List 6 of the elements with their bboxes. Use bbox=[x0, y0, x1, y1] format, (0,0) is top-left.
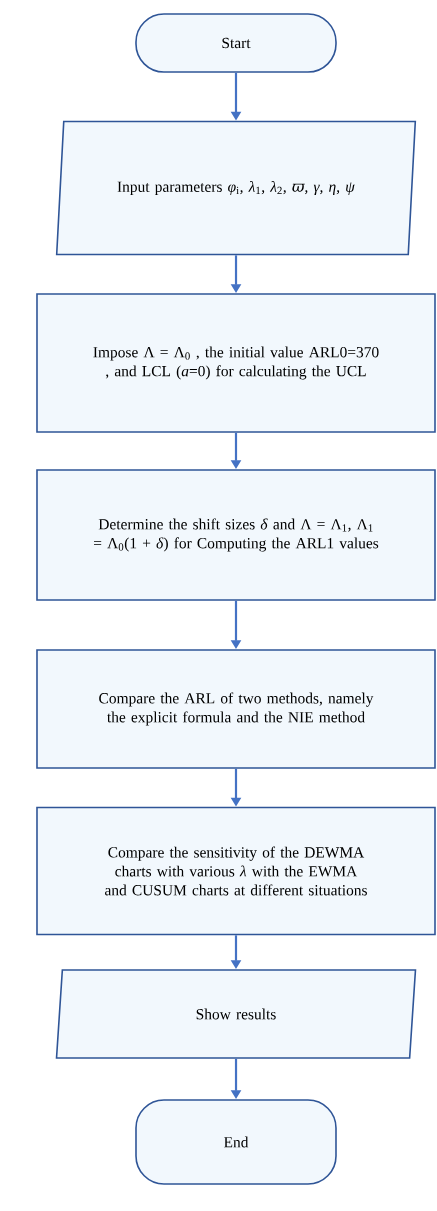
process-box: Determine the shift sizes δ and Λ = Λ$_{1}$, Λ$_{1}$ = Λ$_{0}$(1 + δ) for Computing the ARL1 values bbox=[36, 469, 436, 601]
process-box: Compare the sensitivity of the DEWMA charts with various λ with the EWMA and CUSUM charts at different situations bbox=[36, 806, 436, 936]
input-parallelogram: Input parameters φ$_{i}$, λ$_{1}$, λ$_{2}$, ϖ, γ, η, ψ bbox=[55, 120, 417, 256]
output-parallelogram: Show results bbox=[55, 969, 417, 1059]
process-box: Compare the ARL of two methods, namely the explicit formula and the NIE method bbox=[36, 649, 436, 769]
process-box: Impose Λ = Λ$_{0}$ , the initial value ARL0=370 , and LCL (a=0) for calculating the UCL bbox=[36, 293, 436, 433]
